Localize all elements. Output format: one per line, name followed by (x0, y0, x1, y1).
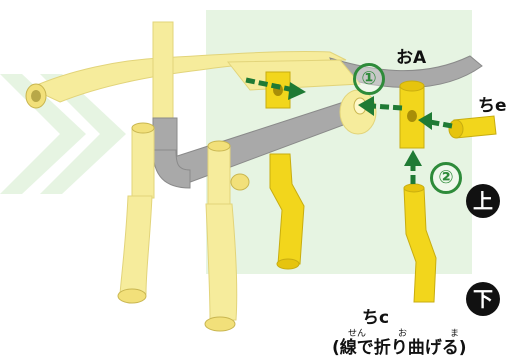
arrow-peg (429, 119, 453, 129)
leg-chic (403, 187, 437, 303)
label-part-oa: おA (396, 48, 427, 68)
middle-leg-upper (207, 145, 231, 207)
arrow-step1-right (371, 103, 403, 111)
instruction-text: (線で折り曲げる) (332, 338, 467, 358)
ruby-ma: ま (450, 329, 460, 339)
middle-peg (230, 173, 250, 191)
peg-chie-end (448, 119, 464, 139)
arrow-peg-head (418, 112, 432, 130)
left-post (152, 21, 174, 131)
middle-foot (204, 316, 236, 332)
chevron-right (40, 74, 126, 194)
top-bar-end-hole (31, 90, 41, 102)
label-part-chic: ちc (362, 308, 390, 328)
arrow-step1-right-head (358, 96, 374, 116)
badge-top: 上 (466, 184, 500, 218)
center-piece-end (276, 258, 300, 270)
label-part-chie: ちe (478, 96, 507, 116)
step-one-marker: ① (353, 63, 385, 95)
arrow-step1-left (245, 77, 295, 93)
arrow-step2-head (404, 150, 422, 166)
center-bent-piece (269, 153, 305, 265)
step-two-marker: ② (430, 162, 462, 194)
leg-chic-top (403, 183, 425, 193)
left-leg-upper (131, 127, 155, 199)
middle-leg-lower (205, 203, 238, 321)
arrow-step1-left-head (288, 82, 306, 100)
ruby-sen: せん (348, 329, 367, 339)
left-foot (117, 288, 147, 304)
middle-leg-top (207, 140, 231, 152)
left-leg-top (131, 122, 155, 134)
right-vertical-hole (407, 110, 417, 122)
top-curved-bar (28, 51, 347, 103)
right-vertical-top (399, 80, 425, 92)
badge-bottom: 下 (466, 282, 500, 316)
ruby-o: お (398, 329, 408, 339)
gray-pipe-bend (152, 149, 191, 189)
left-leg-lower (119, 195, 153, 295)
